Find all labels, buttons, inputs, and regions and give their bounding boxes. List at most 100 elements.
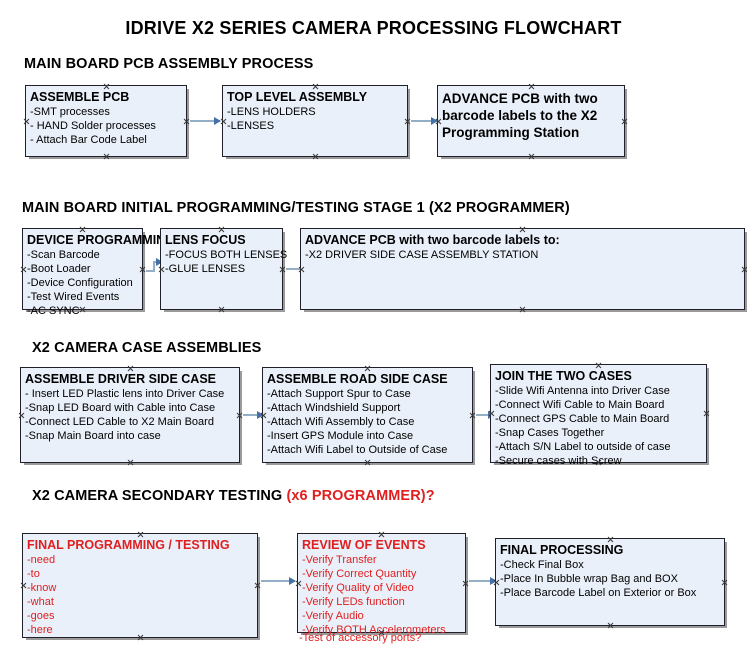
process-box-assemble-pcb[interactable]: ASSEMBLE PCB -SMT processes - HAND Solde… [25, 85, 187, 157]
box-line: -Attach Wifi Label to Outside of Case [267, 444, 448, 456]
box-line: -Attach Windshield Support [267, 402, 401, 414]
box-line: -Snap Main Board into case [25, 430, 161, 442]
process-box-lens-focus[interactable]: LENS FOCUS -FOCUS BOTH LENSES -GLUE LENS… [160, 228, 288, 313]
arrow-review-of-events-to-final-processing [469, 577, 497, 585]
box-line: -what [27, 596, 54, 608]
box-line: -here [27, 624, 53, 636]
box-line: -Check Final Box [500, 559, 584, 571]
box-title: JOIN THE TWO CASES [495, 369, 632, 383]
process-box-advance-pcb-to-driver-side-case-station[interactable]: ADVANCE PCB with two barcode labels to: … [300, 228, 745, 310]
box-line: -goes [27, 610, 55, 622]
box-line: -LENSES [227, 120, 275, 132]
box-line: -FOCUS BOTH LENSES [165, 249, 288, 261]
box-content: JOIN THE TWO CASES -Slide Wifi Antenna i… [491, 365, 706, 470]
box-line: -Scan Barcode [27, 249, 100, 261]
arrow-device-programming-to-lens-focus [146, 258, 163, 272]
box-line: -Connect GPS Cable to Main Board [495, 413, 670, 425]
arrow-assemble-pcb-to-top-level-assembly [190, 117, 221, 125]
box-title: LENS FOCUS [165, 233, 246, 247]
connector-handle-bottom[interactable] [364, 459, 371, 466]
box-line: -Secure cases with Screw [495, 455, 622, 467]
box-line: -GLUE LENSES [165, 263, 246, 275]
box-line: - Insert LED Plastic lens into Driver Ca… [25, 388, 225, 400]
box-content: ASSEMBLE ROAD SIDE CASE -Attach Support … [263, 368, 472, 459]
box-line: - HAND Solder processes [30, 120, 156, 132]
box-line: -to [27, 568, 40, 580]
section-header-main-board-initial-programming: MAIN BOARD INITIAL PROGRAMMING/TESTING S… [22, 200, 570, 216]
box-line: -Slide Wifi Antenna into Driver Case [495, 385, 670, 397]
connector-handle-right[interactable] [741, 266, 747, 273]
box-line: -Snap LED Board with Cable into Case [25, 402, 216, 414]
connector-handle-bottom[interactable] [528, 153, 535, 160]
box-line: -Snap Cases Together [495, 427, 605, 439]
box-content: FINAL PROGRAMMING / TESTING -need -to -k… [23, 534, 257, 639]
box-line: -Attach S/N Label to outside of case [495, 441, 671, 453]
box-title: ASSEMBLE ROAD SIDE CASE [267, 372, 448, 386]
section-header-text: X2 CAMERA SECONDARY TESTING [32, 488, 287, 504]
connector-handle-bottom[interactable] [127, 459, 134, 466]
box-line: -Place Barcode Label on Exterior or Box [500, 587, 697, 599]
box-title: TOP LEVEL ASSEMBLY [227, 90, 368, 104]
box-content: ASSEMBLE DRIVER SIDE CASE - Insert LED P… [21, 368, 239, 445]
process-box-review-of-events[interactable]: REVIEW OF EVENTS -Verify Transfer -Verif… [297, 533, 466, 636]
box-line: -Attach Support Spur to Case [267, 388, 411, 400]
arrow-top-level-assembly-to-advance-pcb [411, 117, 438, 125]
section-header-main-board-pcb-assembly: MAIN BOARD PCB ASSEMBLY PROCESS [24, 56, 314, 72]
section-header-suffix-red: (x6 PROGRAMMER)? [286, 488, 435, 504]
box-title: ADVANCE PCB with two barcode labels to: [305, 233, 560, 247]
process-box-assemble-driver-side-case[interactable]: ASSEMBLE DRIVER SIDE CASE - Insert LED P… [20, 367, 240, 463]
connector-handle-bottom[interactable] [519, 306, 526, 313]
box-line: -Connect Wifi Cable to Main Board [495, 399, 665, 411]
box-title: FINAL PROCESSING [500, 543, 624, 557]
process-box-assemble-road-side-case[interactable]: ASSEMBLE ROAD SIDE CASE -Attach Support … [262, 367, 473, 463]
box-line: -Device Configuration [27, 277, 133, 289]
box-title: ASSEMBLE PCB [30, 90, 130, 104]
box-line: -LENS HOLDERS [227, 106, 316, 118]
box-line: -Connect LED Cable to X2 Main Board [25, 416, 214, 428]
process-box-device-programming[interactable]: DEVICE PROGRAMMING -Scan Barcode -Boot L… [22, 228, 175, 317]
box-line: -Test Wired Events [27, 291, 120, 303]
box-title: ADVANCE PCB with two barcode labels to t… [442, 91, 598, 140]
box-line: -Verify LEDs function [302, 596, 405, 608]
connector-handle-bottom[interactable] [312, 153, 319, 160]
box-line: -Verify BOTH Accelerometers [302, 624, 446, 636]
page-title: IDRIVE X2 SERIES CAMERA PROCESSING FLOWC… [125, 18, 622, 38]
process-box-top-level-assembly[interactable]: TOP LEVEL ASSEMBLY -LENS HOLDERS -LENSES [222, 85, 408, 157]
box-line: -Verify Correct Quantity [302, 568, 417, 580]
process-box-advance-pcb-to-programming-station[interactable]: ADVANCE PCB with two barcode labels to t… [437, 85, 625, 157]
box-line: - Attach Bar Code Label [30, 134, 147, 146]
box-line: -SMT processes [30, 106, 110, 118]
box-content: ASSEMBLE PCB -SMT processes - HAND Solde… [26, 86, 186, 149]
box-line: -need [27, 554, 56, 566]
connector-handle-bottom[interactable] [103, 153, 110, 160]
box-content: DEVICE PROGRAMMING -Scan Barcode -Boot L… [23, 229, 175, 320]
box-overflow-line-test-of-accessory-ports: -Test of accessory ports? [299, 632, 422, 644]
box-title: DEVICE PROGRAMMING [27, 233, 175, 247]
box-content: REVIEW OF EVENTS -Verify Transfer -Verif… [298, 534, 465, 639]
box-title: FINAL PROGRAMMING / TESTING [27, 538, 230, 552]
box-content: FINAL PROCESSING -Check Final Box -Place… [496, 539, 724, 602]
arrow-final-programming-to-review-of-events [261, 577, 296, 585]
box-content: TOP LEVEL ASSEMBLY -LENS HOLDERS -LENSES [223, 86, 407, 135]
box-content: LENS FOCUS -FOCUS BOTH LENSES -GLUE LENS… [161, 229, 288, 278]
box-line: -Attach Wifi Assembly to Case [267, 416, 415, 428]
process-box-final-processing[interactable]: FINAL PROCESSING -Check Final Box -Place… [495, 538, 725, 626]
box-line: -X2 DRIVER SIDE CASE ASSEMBLY STATION [305, 249, 539, 261]
box-line: -Place In Bubble wrap Bag and BOX [500, 573, 678, 585]
arrow-driver-side-case-to-road-side-case [243, 411, 264, 419]
box-title: ASSEMBLE DRIVER SIDE CASE [25, 372, 217, 386]
box-title: REVIEW OF EVENTS [302, 538, 426, 552]
connector-handle-bottom[interactable] [218, 306, 225, 313]
box-line: -AC SYNC [27, 305, 80, 317]
section-header-x2-camera-case-assemblies: X2 CAMERA CASE ASSEMBLIES [32, 340, 262, 356]
process-box-final-programming-testing[interactable]: FINAL PROGRAMMING / TESTING -need -to -k… [22, 533, 258, 638]
box-content: ADVANCE PCB with two barcode labels to t… [438, 86, 624, 143]
box-line: -Verify Transfer [302, 554, 377, 566]
connector-handle-bottom[interactable] [607, 622, 614, 629]
box-line: -Verify Audio [302, 610, 364, 622]
box-line: -Boot Loader [27, 263, 91, 275]
section-header-x2-camera-secondary-testing: X2 CAMERA SECONDARY TESTING (x6 PROGRAMM… [32, 488, 435, 504]
box-line: -know [27, 582, 57, 594]
process-box-join-the-two-cases[interactable]: JOIN THE TWO CASES -Slide Wifi Antenna i… [490, 364, 707, 467]
